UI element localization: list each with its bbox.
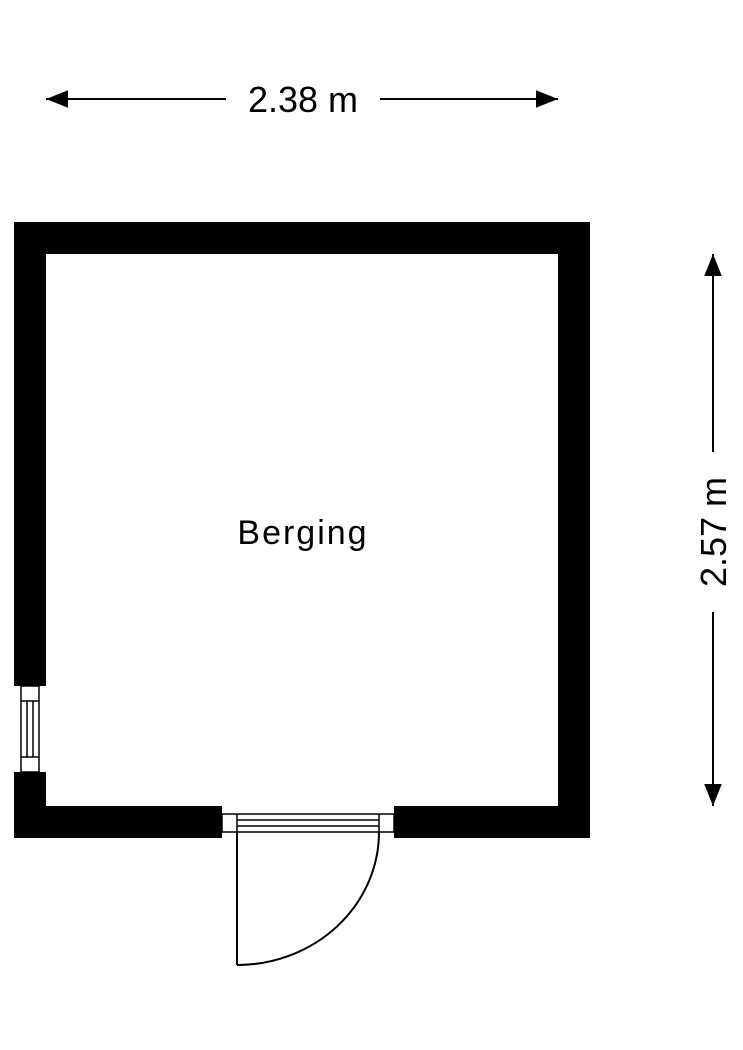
wall-bottom-left [14, 806, 222, 838]
width-label: 2.38 m [248, 79, 358, 120]
wall-top [14, 222, 590, 254]
walls [14, 222, 590, 838]
height-label: 2.57 m [693, 477, 734, 587]
wall-right [558, 222, 590, 838]
wall-bottom-right [394, 806, 590, 838]
width-dimension: 2.38 m [46, 79, 558, 120]
window [20, 685, 40, 773]
height-dimension: 2.57 m [693, 254, 734, 806]
door-swing-arc [236, 831, 380, 966]
room-label: Berging [237, 514, 368, 552]
wall-left-upper [14, 222, 46, 686]
door [221, 813, 395, 966]
